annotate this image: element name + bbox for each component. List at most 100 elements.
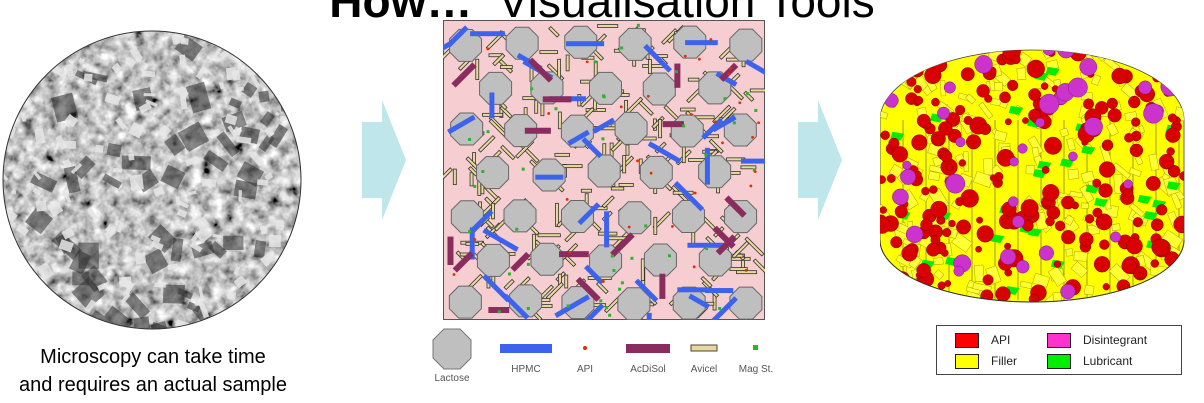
api-particle [749, 185, 752, 188]
arrow-right-icon [798, 100, 842, 220]
magst-particle [644, 224, 647, 227]
api-sphere [1079, 232, 1093, 246]
disintegrant-swatch [1047, 333, 1071, 348]
magst-particle [621, 281, 624, 284]
avicel-particle [566, 55, 569, 71]
disintegrant-sphere [1018, 144, 1028, 154]
hpmc-particle [489, 92, 494, 118]
dark-particle [258, 91, 269, 103]
api-particle [694, 192, 697, 195]
light-particle [284, 268, 296, 280]
api-particle [647, 95, 650, 98]
filler-particle [1062, 41, 1072, 50]
avicel-particle [492, 203, 495, 219]
magst-particle [682, 124, 685, 127]
magst-particle [468, 230, 471, 233]
legend-disintegrant-item: Disintegrant [1047, 332, 1147, 348]
magst-particle [473, 185, 476, 188]
lactose-particle [643, 73, 675, 105]
magst-particle [718, 307, 721, 310]
avicel-bar-icon [690, 342, 718, 354]
disintegrant-sphere [1012, 216, 1024, 228]
legend-avicel: Avicel [682, 342, 726, 375]
acdisol-particle [543, 96, 572, 102]
api-particle [757, 121, 760, 124]
filler-particle [1081, 203, 1089, 209]
light-particle [291, 295, 299, 301]
api-sphere [946, 164, 953, 171]
disintegrant-sphere [903, 161, 911, 169]
api-sphere [1123, 188, 1133, 198]
light-particle [238, 87, 244, 91]
lactose-particle [619, 202, 651, 234]
api-sphere [1146, 176, 1160, 190]
disintegrant-sphere [937, 107, 949, 119]
dark-particle [8, 327, 39, 330]
light-particle [208, 317, 221, 329]
api-sphere [1156, 204, 1167, 215]
magst-particle [515, 228, 518, 231]
api-sphere [927, 243, 940, 256]
api-sphere [1126, 40, 1138, 48]
filler-particle [914, 285, 929, 297]
api-particle [636, 159, 639, 162]
api-particle [690, 113, 693, 116]
api-sphere [933, 58, 947, 72]
dark-particle [276, 323, 291, 330]
legend-hpmc: HPMC [496, 342, 556, 375]
api-particle [453, 273, 456, 276]
filler-particle [1151, 299, 1170, 305]
api-sphere [881, 131, 890, 140]
disintegrant-sphere [1061, 284, 1076, 299]
avicel-particle [626, 145, 629, 155]
magst-particle [601, 137, 604, 140]
light-particle [268, 300, 282, 311]
disintegrant-sphere [1016, 260, 1029, 273]
magst-particle [487, 130, 490, 133]
magst-particle [612, 269, 615, 272]
light-particle [12, 305, 16, 311]
avicel-particle [623, 156, 626, 173]
disintegrant-sphere [975, 55, 993, 73]
lactose-particle [449, 286, 481, 318]
magst-particle [675, 70, 678, 73]
magst-particle [637, 24, 640, 27]
avicel-particle [750, 89, 765, 92]
magst-particle [522, 168, 525, 171]
hpmc-particle [566, 41, 604, 46]
api-sphere [1165, 128, 1180, 143]
disintegrant-sphere [1008, 197, 1018, 207]
api-particle [693, 265, 696, 268]
api-sphere [1072, 40, 1086, 51]
lactose-particle [477, 244, 509, 276]
filler-particle [1122, 299, 1137, 305]
filler-particle [1174, 267, 1185, 279]
api-sphere [1118, 48, 1124, 54]
avicel-particle [741, 166, 756, 169]
light-particle [63, 141, 76, 149]
microscopy-caption: Microscopy can take time and requires an… [0, 343, 306, 399]
disintegrant-sphere [944, 82, 955, 93]
legend-acdisol: AcDiSol [622, 342, 674, 375]
api-sphere [1091, 40, 1100, 47]
api-sphere [1159, 154, 1174, 169]
api-particle [628, 226, 631, 229]
formulation-schematic [443, 20, 765, 320]
api-sphere [1093, 179, 1101, 187]
light-particle [144, 93, 156, 96]
avicel-particle [535, 100, 538, 113]
api-sphere [956, 220, 970, 234]
api-sphere [917, 114, 930, 127]
avicel-particle [562, 165, 582, 168]
hpmc-particle [647, 313, 652, 320]
api-sphere [880, 79, 886, 89]
light-particle [238, 190, 241, 201]
filler-particle [897, 45, 910, 57]
api-sphere [999, 92, 1010, 103]
legend-lubricant-text: Lubricant [1083, 354, 1132, 368]
api-sphere [921, 219, 933, 231]
filler-particle [1143, 48, 1157, 57]
api-sphere [1083, 99, 1093, 109]
light-particle [300, 259, 302, 265]
disintegrant-sphere [956, 137, 966, 147]
